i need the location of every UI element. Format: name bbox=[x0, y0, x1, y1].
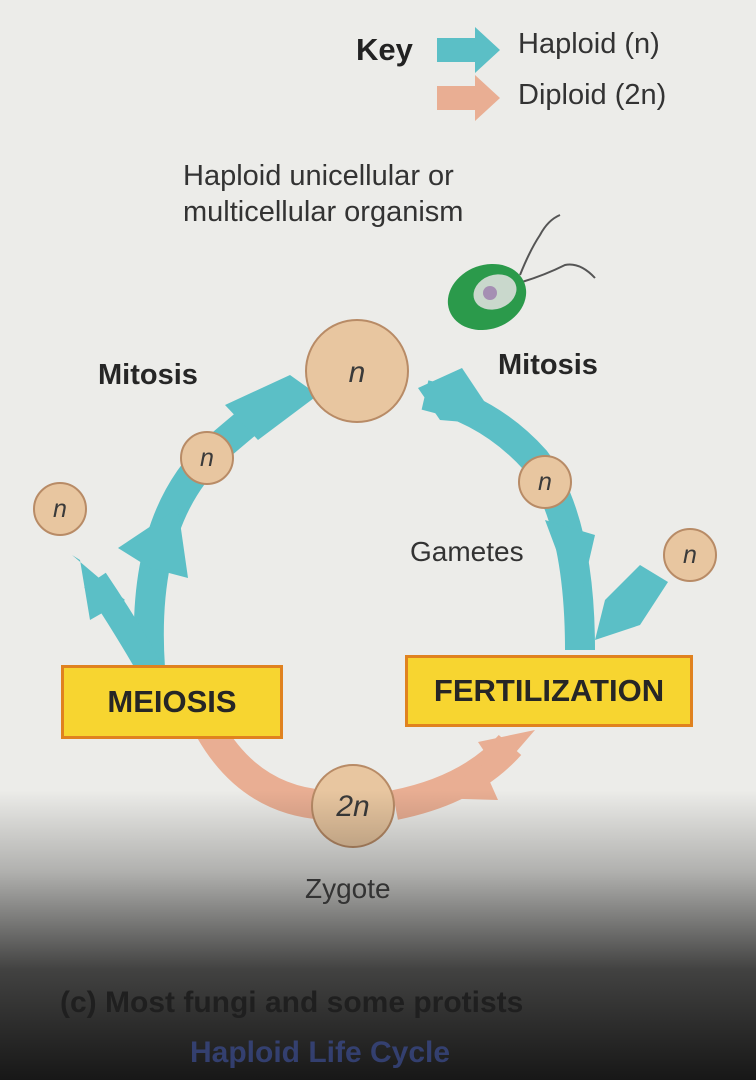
figure-caption: (c) Most fungi and some protists bbox=[60, 986, 524, 1019]
organism-icon bbox=[447, 214, 596, 331]
right-inner-cell: n bbox=[518, 455, 572, 509]
gametes-label: Gametes bbox=[410, 536, 524, 567]
fertilization-box: FERTILIZATION bbox=[405, 655, 693, 727]
zygote-label: Zygote bbox=[305, 873, 391, 904]
right-outer-cell-label: n bbox=[683, 541, 697, 569]
haploid-key-arrow-icon bbox=[437, 27, 500, 73]
mitosis-left-label: Mitosis bbox=[98, 359, 198, 391]
diploid-key-arrow-icon bbox=[437, 75, 500, 121]
key-haploid-label: Haploid (n) bbox=[518, 28, 660, 60]
left-upper-arrow-icon bbox=[225, 375, 318, 440]
left-lower-arrow-icon bbox=[118, 508, 188, 578]
left-inner-cell-label: n bbox=[200, 444, 214, 472]
meiosis-to-spore-arrow-icon bbox=[72, 555, 125, 620]
fertilization-to-zygote-arrow-icon bbox=[430, 730, 535, 800]
gamete-incoming-arrow-icon bbox=[595, 565, 668, 640]
figure-subcaption: Haploid Life Cycle bbox=[190, 1036, 451, 1069]
main-organism-cell: n bbox=[305, 319, 409, 423]
left-inner-cell: n bbox=[180, 431, 234, 485]
right-outer-cell: n bbox=[663, 528, 717, 582]
meiosis-box: MEIOSIS bbox=[61, 665, 283, 739]
left-outer-cell: n bbox=[33, 482, 87, 536]
right-lower-arrow-icon bbox=[545, 520, 595, 600]
right-haploid-arc bbox=[421, 380, 595, 651]
key-title: Key bbox=[356, 32, 413, 67]
key-diploid-label: Diploid (2n) bbox=[518, 79, 667, 111]
right-inner-cell-label: n bbox=[538, 468, 552, 496]
mitosis-right-label: Mitosis bbox=[498, 349, 598, 381]
bottom-shadow bbox=[0, 790, 756, 1080]
organism-label: Haploid unicellular or multicellular org… bbox=[183, 160, 464, 228]
left-outer-cell-label: n bbox=[53, 495, 67, 523]
main-cell-label: n bbox=[349, 356, 366, 389]
right-upper-arrow-icon bbox=[418, 368, 500, 425]
